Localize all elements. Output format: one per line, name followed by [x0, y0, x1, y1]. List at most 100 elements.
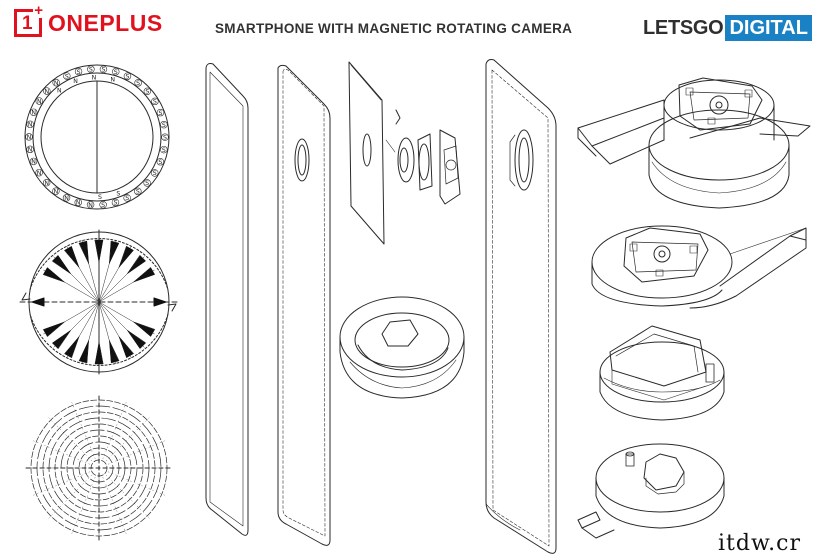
letsgo-wordmark: LETSGO	[643, 17, 724, 39]
magnet-pole-cell	[52, 78, 60, 87]
oneplus-logo-glyph: 1	[22, 13, 33, 34]
magnet-pole-cell	[156, 158, 165, 166]
coil-radial	[71, 401, 96, 459]
magnet-arrow	[109, 340, 120, 364]
magnet-pole-cell	[87, 65, 95, 73]
magnet-arrow	[94, 341, 104, 365]
magnet-pole-label: S	[101, 67, 105, 74]
phone-front-view	[205, 63, 249, 536]
magnet-pole-cell	[43, 87, 51, 95]
magnet-arrow	[118, 336, 134, 358]
coil-radial	[71, 477, 96, 535]
magnet-pole-label: N	[28, 147, 33, 154]
magnet-pole-cell	[99, 201, 107, 209]
magnet-pole-cell	[143, 179, 151, 187]
magnet-pole-label: S	[162, 147, 166, 154]
magnet-pole-cell	[29, 108, 38, 116]
magnet-pole-label: S	[136, 189, 140, 196]
magnet-pole-cell	[99, 65, 108, 74]
magnet-pole-cell	[29, 157, 38, 166]
magnet-pole-label: N	[110, 76, 115, 83]
magnet-pole-label: N	[31, 110, 36, 117]
digital-wordmark: DIGITAL	[725, 15, 812, 41]
magnet-pole-label: N	[37, 170, 42, 177]
magnet-pole-cell	[111, 198, 120, 207]
magnet-pole-label: N	[76, 200, 81, 207]
magnet-pole-cell	[62, 194, 71, 202]
magnet-pole-label: S	[153, 170, 157, 177]
oneplus-logo: 1 + ONEPLUS	[14, 3, 163, 37]
camera-module-middle	[591, 225, 807, 309]
watermark-text: itdw.cr	[718, 531, 802, 556]
magnet-pole-label: S	[101, 202, 105, 209]
magnet-pole-cell	[151, 97, 159, 106]
magnet-pole-cell	[161, 133, 169, 141]
magnet-pole-label: N	[57, 88, 62, 95]
magnet-pole-label: S	[114, 69, 118, 76]
magnet-arrow	[109, 240, 120, 264]
magnet-pole-label: N	[31, 159, 36, 166]
magnet-arrow	[153, 297, 167, 307]
magnet-pole-label: N	[45, 88, 50, 95]
magnet-pole-label: S	[113, 200, 117, 207]
magnet-arrow	[78, 240, 89, 264]
magnet-arrow	[78, 340, 89, 364]
magnet-pole-label: S	[136, 80, 140, 87]
magnet-pole-label: S	[65, 73, 69, 80]
magnet-arrow	[64, 246, 80, 268]
magnet-arrow	[118, 246, 134, 268]
magnet-pole-cell	[26, 145, 34, 154]
magnet-arrow	[52, 330, 71, 349]
coil-radial	[32, 471, 90, 496]
letsgodigital-logo: LETSGO DIGITAL	[643, 15, 812, 41]
magnet-pole-cell	[42, 178, 51, 187]
magnet-pole-cell	[35, 168, 43, 177]
page-title: SMARTPHONE WITH MAGNETIC ROTATING CAMERA	[215, 21, 573, 36]
magnet-arrow-diagram	[19, 229, 181, 375]
base-disc-part	[577, 443, 725, 539]
magnet-pole-cell	[160, 120, 168, 129]
magnet-pole-label: N	[54, 188, 59, 195]
magnet-pole-label: S	[163, 134, 167, 141]
magnet-pole-label: N	[73, 78, 78, 85]
magnet-pole-label: S	[125, 195, 129, 202]
coil-radial	[108, 471, 166, 496]
magnet-pole-cell	[112, 67, 120, 76]
magnet-pole-label: S	[125, 74, 129, 81]
magnet-arrow	[127, 330, 146, 349]
magnet-pole-cell	[143, 87, 152, 96]
coil-radial	[32, 440, 90, 465]
magnet-pole-cell	[74, 67, 83, 76]
phone-back-view	[277, 64, 331, 546]
magnet-arrow	[43, 321, 65, 337]
magnet-pole-label: N	[44, 180, 49, 187]
magnet-pole-cell	[63, 72, 71, 80]
magnet-pole-label: S	[77, 69, 81, 76]
magnet-pole-cell	[26, 120, 34, 129]
magnet-pole-label: S	[98, 194, 102, 201]
magnet-pole-cell	[74, 198, 82, 207]
coil-radial	[102, 477, 127, 535]
concentric-coil-diagram	[25, 395, 173, 541]
magnet-pole-label: S	[145, 89, 149, 96]
header: 1 + ONEPLUS SMARTPHONE WITH MAGNETIC ROT…	[0, 0, 820, 50]
rotating-ring-part	[339, 296, 465, 399]
magnet-arrow	[133, 321, 155, 337]
magnet-pole-cell	[160, 145, 168, 154]
magnet-pole-label: N	[27, 134, 32, 141]
camera-module-top	[577, 77, 811, 209]
magnet-pole-cell	[123, 194, 131, 202]
magnet-pole-cell	[35, 97, 43, 105]
magnet-arrow	[127, 255, 146, 274]
magnet-pole-cell	[86, 200, 95, 209]
magnet-pole-cell	[123, 72, 132, 80]
magnet-pole-label: N	[54, 80, 59, 87]
magnet-pole-label: S	[158, 110, 162, 117]
plus-icon: +	[33, 2, 44, 19]
magnet-pole-label: N	[88, 202, 93, 209]
magnet-pole-cell	[52, 187, 60, 195]
magnet-pole-label: N	[28, 122, 33, 129]
magnet-arrow	[43, 267, 65, 283]
